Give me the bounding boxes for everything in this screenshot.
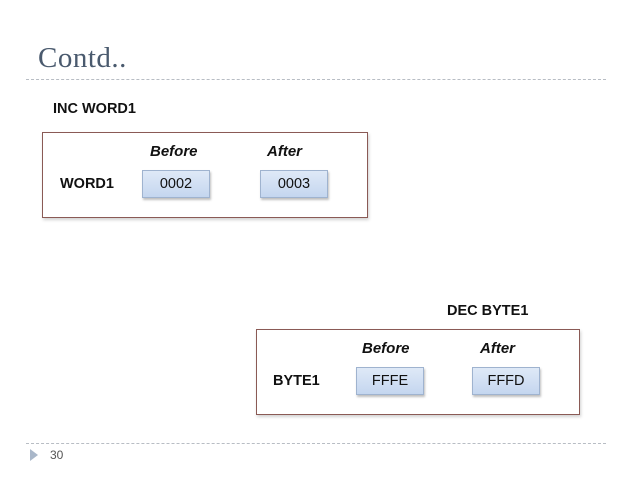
inc-before-heading: Before	[150, 143, 198, 160]
inc-before-value: 0002	[142, 170, 210, 198]
dec-before-heading: Before	[362, 340, 410, 357]
footer-divider	[26, 443, 606, 444]
inc-after-heading: After	[267, 143, 303, 160]
slide-title: Contd..	[38, 42, 127, 74]
dec-row-label: BYTE1	[273, 373, 320, 389]
title-divider	[26, 79, 606, 80]
dec-instruction: DEC BYTE1	[447, 303, 529, 319]
dec-before-value: FFFE	[356, 367, 424, 395]
page-number: 30	[50, 448, 64, 462]
inc-instruction: INC WORD1	[53, 101, 136, 117]
triangle-bullet-icon	[30, 449, 38, 461]
inc-after-value: 0003	[260, 170, 328, 198]
dec-after-heading: After	[480, 340, 516, 357]
dec-after-value: FFFD	[472, 367, 540, 395]
inc-row-label: WORD1	[60, 176, 114, 192]
